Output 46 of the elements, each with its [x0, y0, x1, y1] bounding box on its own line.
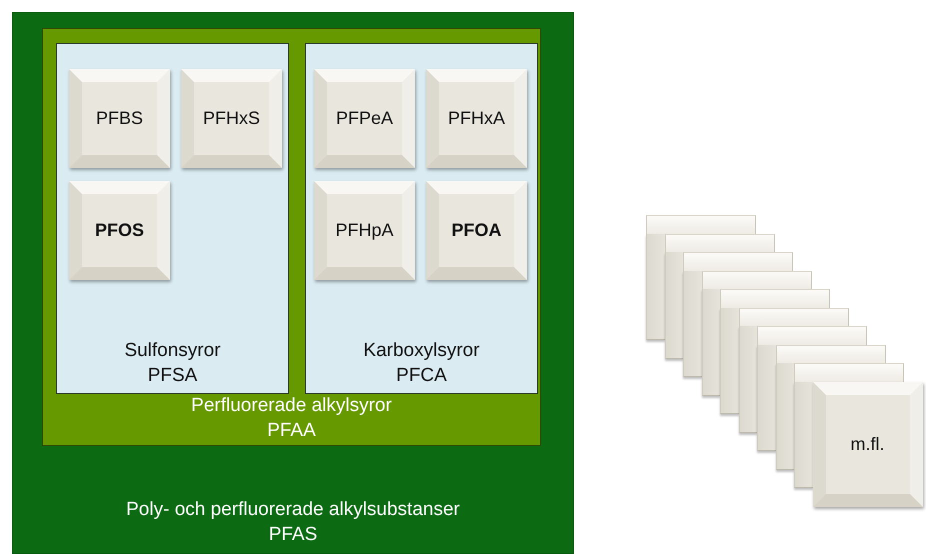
substance-tile — [69, 181, 170, 280]
group-label: Sulfonsyror — [124, 339, 221, 363]
stacked-tile-edge — [794, 382, 812, 488]
stacked-tile — [776, 344, 886, 363]
group-label: PFAS — [268, 523, 318, 547]
group-label: Perfluorerade alkylsyror — [191, 394, 392, 418]
substance-tile — [426, 69, 527, 168]
stacked-tile — [720, 289, 830, 308]
substance-label: PFPeA — [336, 108, 394, 129]
group-panel — [56, 43, 289, 394]
stacked-tile-edge — [664, 252, 683, 358]
substance-tile — [314, 69, 415, 168]
group-label: PFSA — [148, 364, 198, 388]
group-label: PFCA — [396, 364, 447, 388]
stacked-tile-edge — [776, 363, 794, 470]
stacked-tile-edge — [646, 234, 664, 340]
substance-label: PFOA — [451, 220, 502, 241]
group-panel — [305, 43, 538, 394]
group-panel — [12, 12, 574, 554]
group-label: Poly- och perfluorerade alkylsubstanser — [126, 498, 460, 522]
stacked-tile-edge — [720, 308, 738, 414]
stacked-tile — [794, 363, 904, 382]
substance-label: PFOS — [94, 220, 144, 241]
stacked-tile — [646, 215, 756, 234]
substance-label: PFHpA — [335, 220, 394, 241]
stacked-tile-edge — [757, 344, 776, 451]
stacked-tile-edge — [683, 270, 702, 377]
group-panel — [42, 28, 541, 446]
substance-tile — [314, 181, 415, 280]
substance-tile — [812, 382, 922, 506]
stacked-tile-edge — [702, 289, 720, 396]
stacked-tile-edge — [738, 326, 757, 432]
substance-label: PFBS — [96, 108, 143, 129]
stacked-tile — [757, 326, 867, 344]
stacked-tile — [702, 270, 812, 289]
stacked-tile — [738, 308, 848, 326]
substance-tile — [181, 69, 282, 168]
substance-label: PFHxS — [202, 108, 260, 129]
stacked-tile — [664, 234, 774, 252]
substance-tile — [69, 69, 170, 168]
group-label: Karboxylsyror — [363, 339, 480, 363]
stacked-tile — [683, 252, 793, 270]
substance-tile — [426, 181, 527, 280]
substance-label: m.fl. — [850, 434, 884, 454]
substance-label: PFHxA — [448, 108, 505, 129]
group-label: PFAA — [267, 419, 316, 443]
